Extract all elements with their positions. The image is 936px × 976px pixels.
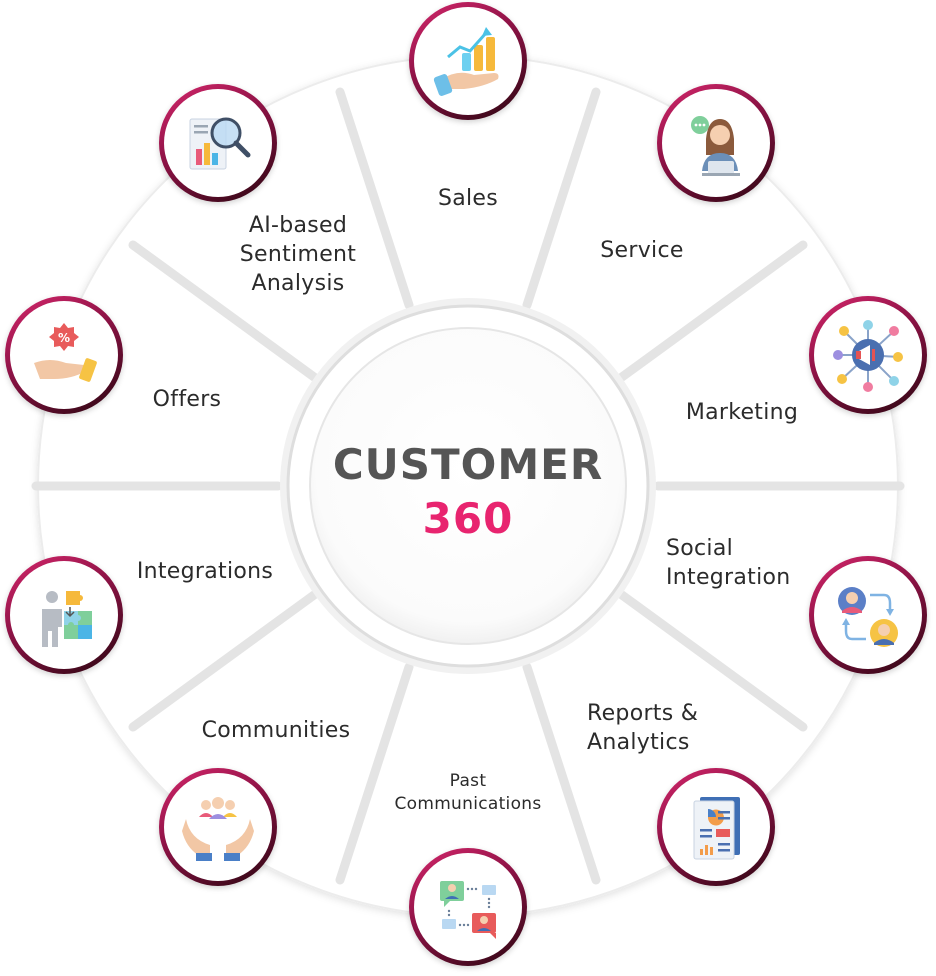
segment-label-service: Service — [600, 238, 684, 263]
node-past-communications — [409, 848, 527, 966]
chat-users-icon — [440, 881, 496, 939]
node-service — [657, 84, 775, 202]
segment-label-communities: Communities — [201, 718, 351, 743]
svg-text:%: % — [58, 331, 70, 345]
node-social-integration — [809, 556, 927, 674]
magnifier-chart-icon — [189, 117, 251, 170]
segment-label-social: Social Integration — [666, 536, 791, 590]
segment-label-offers: Offers — [152, 387, 222, 412]
center-title: CUSTOMER — [332, 440, 604, 489]
center-number: 360 — [422, 494, 514, 543]
segment-label-sales: Sales — [437, 186, 499, 211]
report-document-icon — [693, 797, 740, 860]
node-reports-analytics — [657, 768, 775, 886]
node-sales — [409, 2, 527, 120]
segment-label-past-communications: Past Communications — [394, 771, 542, 814]
node-marketing — [809, 296, 927, 414]
segment-label-reports: Reports & Analytics — [587, 701, 699, 755]
node-communities — [159, 768, 277, 886]
segment-label-integrations: Integrations — [136, 559, 274, 584]
community-hands-icon — [182, 797, 254, 861]
customer-support-agent-icon — [691, 116, 740, 176]
megaphone-network-icon — [833, 320, 903, 392]
center-disc — [309, 327, 627, 645]
segment-label-sentiment: AI-based Sentiment Analysis — [239, 213, 357, 296]
node-offers: % — [5, 296, 123, 414]
node-integrations — [5, 556, 123, 674]
wheel-spokes — [31, 87, 905, 885]
node-ai-sentiment-analysis — [159, 84, 277, 202]
user-exchange-icon — [838, 587, 898, 647]
puzzle-integration-icon — [42, 591, 92, 647]
discount-offer-icon: % — [34, 323, 97, 382]
growth-chart-hand-icon — [433, 27, 499, 96]
segment-label-marketing: Marketing — [685, 400, 799, 425]
center-label: CUSTOMER 360 — [318, 438, 618, 546]
